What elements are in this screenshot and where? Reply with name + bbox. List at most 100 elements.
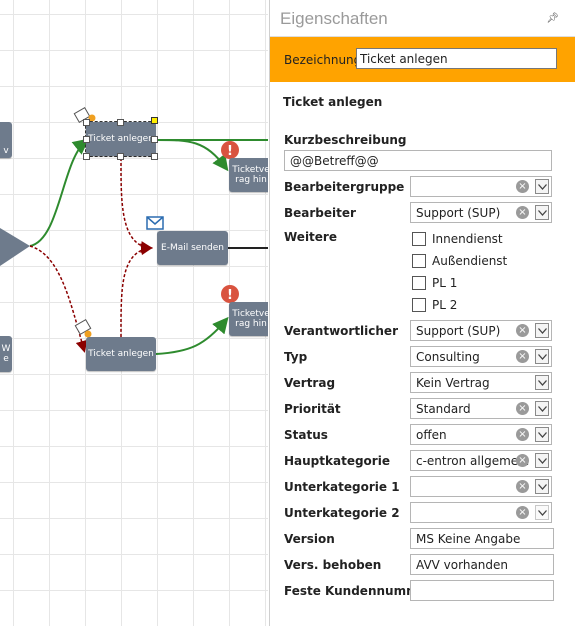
flow-yes[interactable] (29, 138, 90, 247)
weitere-label: Weitere (284, 230, 337, 244)
clear-icon[interactable]: × (516, 402, 529, 415)
clear-icon[interactable]: × (516, 324, 529, 337)
resize-handle[interactable] (151, 153, 158, 160)
kurzbeschreibung-input[interactable]: @@Betreff@@ (284, 150, 552, 171)
checkbox-label: Außendienst (432, 254, 508, 268)
flow-no[interactable] (29, 245, 88, 353)
field-value: Kein Vertrag (416, 376, 490, 390)
select2-field-6[interactable]: × (410, 476, 552, 497)
node-left-top[interactable]: v (0, 122, 12, 158)
ticket-icon (74, 318, 92, 338)
field-value: Support (SUP) (416, 324, 501, 338)
clear-icon[interactable]: × (516, 180, 529, 193)
checkbox-0[interactable]: Innendienst (412, 232, 503, 246)
checkbox-label: PL 1 (432, 276, 458, 290)
name-label: Bezeichnung (284, 53, 362, 67)
select2-field-2[interactable]: Kein Vertrag (410, 372, 552, 393)
decision-node[interactable] (0, 228, 30, 266)
select2-label-6: Unterkategorie 1 (284, 480, 400, 494)
clear-icon[interactable]: × (516, 350, 529, 363)
select-label-1: Bearbeiter (284, 206, 356, 220)
chevron-down-icon[interactable] (535, 453, 549, 468)
resize-handle-active[interactable] (151, 117, 158, 124)
text-label-1: Vers. behoben (284, 558, 382, 572)
name-input[interactable] (356, 48, 557, 69)
resize-handle[interactable] (83, 119, 90, 126)
field-value: Standard (416, 402, 471, 416)
chevron-down-icon[interactable] (535, 349, 549, 364)
checkbox-label: PL 2 (432, 298, 458, 312)
checkbox-box[interactable] (412, 276, 426, 290)
resize-handle[interactable] (117, 119, 124, 126)
select-field-1[interactable]: Support (SUP)× (410, 202, 552, 223)
node-label: E-Mail senden (161, 243, 224, 253)
select2-field-5[interactable]: c-entron allgemein× (410, 450, 552, 471)
text-field-2[interactable] (410, 580, 554, 601)
field-value: offen (416, 428, 447, 442)
checkbox-3[interactable]: PL 2 (412, 298, 457, 312)
select2-label-0: Verantwortlicher (284, 324, 398, 338)
select2-field-1[interactable]: Consulting × (410, 346, 552, 367)
node-label: Ticketve (232, 309, 268, 319)
checkbox-box[interactable] (412, 298, 426, 312)
node-ticket-anlegen-selected[interactable]: Ticket anlegen (86, 122, 156, 156)
select2-field-3[interactable]: Standard × (410, 398, 552, 419)
panel-title: Eigenschaften (280, 9, 388, 28)
clear-icon[interactable]: × (516, 480, 529, 493)
chevron-down-icon[interactable] (535, 323, 549, 338)
chevron-down-icon[interactable] (535, 427, 549, 442)
resize-handle[interactable] (117, 153, 124, 160)
checkbox-box[interactable] (412, 254, 426, 268)
flow-connectors: ! ! (0, 106, 268, 355)
clear-icon[interactable]: × (516, 454, 529, 467)
select-field-0[interactable]: × (410, 176, 552, 197)
resize-handle[interactable] (151, 136, 158, 143)
select2-field-7[interactable]: × (410, 502, 552, 523)
node-label: W (1, 344, 11, 354)
field-value: AVV vorhanden (416, 558, 509, 572)
select2-field-4[interactable]: offen × (410, 424, 552, 445)
clear-icon[interactable]: × (516, 428, 529, 441)
chevron-down-icon[interactable] (535, 205, 549, 220)
chevron-down-icon[interactable] (535, 505, 549, 520)
chevron-down-icon[interactable] (535, 375, 549, 390)
chevron-down-icon[interactable] (535, 401, 549, 416)
select-label-0: Bearbeitergruppe (284, 180, 405, 194)
select2-label-7: Unterkategorie 2 (284, 506, 400, 520)
node-label: e (3, 354, 9, 364)
properties-panel: Eigenschaften 📌︎ Bezeichnung Ticket anle… (269, 0, 575, 626)
node-ticket-anlegen[interactable]: Ticket anlegen (86, 337, 156, 371)
field-value: Consulting (416, 350, 480, 364)
node-label: Ticket anlegen (88, 349, 154, 359)
field-value: c-entron allgemein (416, 454, 530, 468)
node-label: Ticketve (232, 165, 268, 175)
clear-icon[interactable]: × (516, 206, 529, 219)
node-label: rag hin (235, 319, 267, 329)
chevron-down-icon[interactable] (535, 479, 549, 494)
resize-handle[interactable] (83, 153, 90, 160)
node-label: Ticket anlegen (88, 134, 154, 144)
checkbox-box[interactable] (412, 232, 426, 246)
checkbox-2[interactable]: PL 1 (412, 276, 457, 290)
node-label: rag hin (235, 175, 267, 185)
select2-label-4: Status (284, 428, 328, 442)
chevron-down-icon[interactable] (535, 179, 549, 194)
text-field-1[interactable]: AVV vorhanden (410, 554, 554, 575)
text-field-0[interactable]: MS Keine Angabe (410, 528, 554, 549)
node-email-senden[interactable]: E-Mail senden (157, 231, 228, 265)
name-bar: Bezeichnung (270, 37, 575, 82)
select2-field-0[interactable]: Support (SUP) × (410, 320, 552, 341)
select2-label-2: Vertrag (284, 376, 336, 390)
checkbox-1[interactable]: Außendienst (412, 254, 507, 268)
kurzbeschreibung-label: Kurzbeschreibung (284, 133, 407, 147)
resize-handle[interactable] (83, 136, 90, 143)
object-title: Ticket anlegen (283, 95, 383, 109)
clear-icon[interactable]: × (516, 506, 529, 519)
alert-icon: ! (221, 141, 239, 159)
pin-icon[interactable]: 📌︎ (546, 13, 559, 24)
svg-text:!: ! (227, 144, 233, 159)
